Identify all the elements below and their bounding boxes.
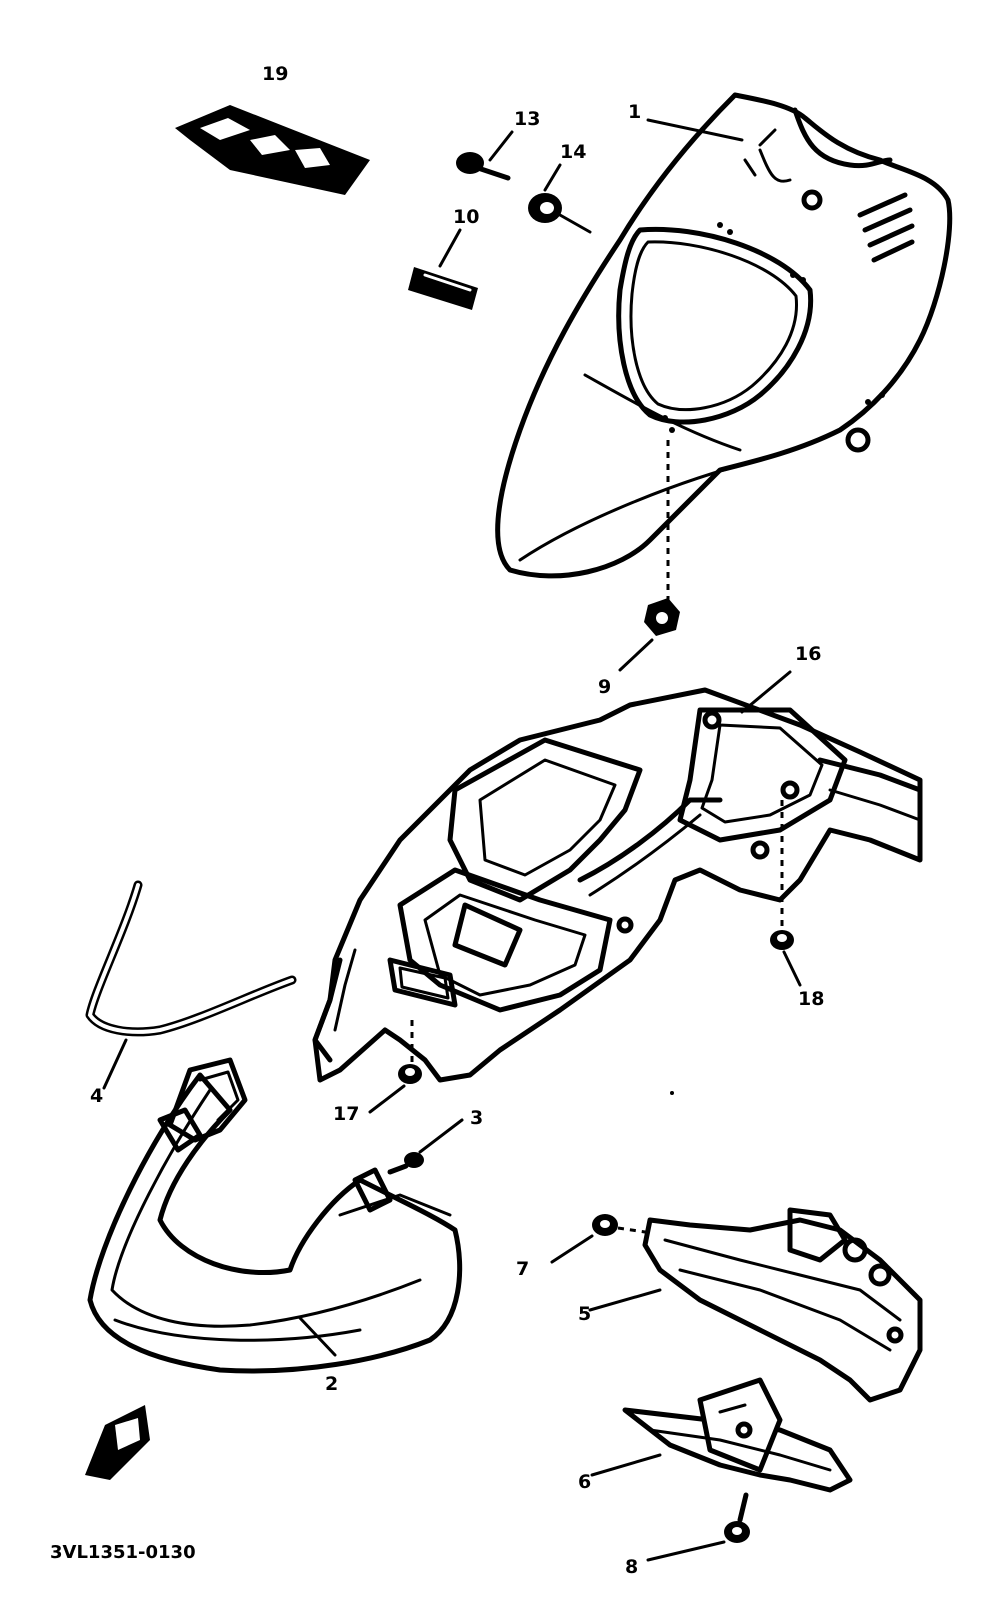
- callout-1: 1: [628, 101, 641, 123]
- part-2-lower-cover: [87, 1057, 463, 1374]
- part-4-trim-strip: [85, 880, 297, 1090]
- callout-14: 14: [560, 141, 586, 163]
- callout-13: 13: [514, 108, 540, 130]
- part-18-grommet: [770, 930, 802, 987]
- part-14-grommet: [528, 163, 592, 234]
- callout-10: 10: [453, 206, 479, 228]
- callout-4: 4: [90, 1085, 103, 1107]
- part-6-bracket: [590, 1377, 853, 1493]
- callout-8: 8: [625, 1556, 638, 1578]
- part-13-bolt: [456, 130, 514, 181]
- callout-5: 5: [578, 1303, 591, 1325]
- small-emblem-mark: [85, 1405, 150, 1480]
- part-3-screw: [387, 1118, 464, 1175]
- callout-3: 3: [470, 1107, 483, 1129]
- callout-7: 7: [516, 1258, 529, 1280]
- callout-labels: 1 2 3 4 5 6 7 8 9 10 13 14 16 17 18 19: [90, 63, 824, 1578]
- callout-2: 2: [325, 1373, 338, 1395]
- part-17-grommet: [368, 1064, 422, 1114]
- callout-19: 19: [262, 63, 288, 85]
- drawing-code: 3VL1351-0130: [50, 1542, 196, 1563]
- callout-6: 6: [578, 1471, 591, 1493]
- part-1-front-cover: [495, 92, 953, 600]
- part-10-pad: [408, 228, 478, 310]
- part-9-nut: [618, 598, 680, 672]
- callout-16: 16: [795, 643, 821, 665]
- part-16-inner-body: [312, 670, 923, 1083]
- part-8-screw: [646, 1492, 750, 1562]
- callout-17: 17: [333, 1103, 359, 1125]
- part-19-emblem-decal: [175, 105, 370, 195]
- callout-9: 9: [598, 676, 611, 698]
- part-5-side-cover: [588, 1207, 923, 1403]
- callout-18: 18: [798, 988, 824, 1010]
